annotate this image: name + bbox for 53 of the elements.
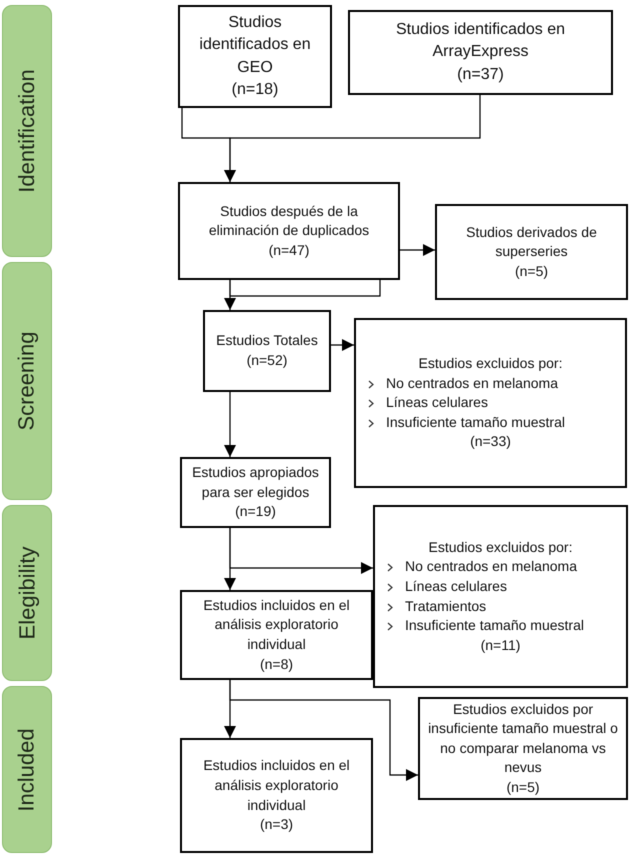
box-text: (n=47) [268, 240, 310, 260]
box-text: (n=18) [230, 80, 280, 100]
stage-label: Screening [14, 331, 40, 431]
stage-band [2, 686, 52, 853]
list-item-text: No centrados en melanoma [386, 374, 558, 393]
box-text: (n=8) [258, 654, 294, 674]
arrow [229, 680, 418, 781]
list-item-text: Líneas celulares [386, 393, 488, 412]
process-box [435, 204, 628, 300]
list-item-text: Insuficiente tamaño muestral [386, 412, 565, 432]
box-text: (n=11) [480, 636, 522, 655]
box-text: Studios identificados en GEO [198, 12, 312, 78]
stage-label: Included [14, 728, 40, 812]
arrow [224, 95, 481, 182]
arrow [224, 392, 236, 457]
stage-label: Identification [14, 69, 40, 193]
box-text: Studios después de la eliminación de duplicados [208, 202, 370, 240]
box-text: Estudios excluidos por insuficiente tamaño muestral o no comparar melanoma vs nevus [428, 700, 618, 778]
arrow [229, 528, 373, 574]
stage-band [2, 262, 52, 500]
box-text: (n=3) [258, 815, 294, 834]
process-box [180, 738, 373, 853]
process-box [180, 590, 373, 680]
process-box [418, 697, 628, 800]
box-text: Studios derivados de superseries [465, 222, 598, 262]
stage-band [2, 5, 52, 257]
box-text: Estudios excluidos por: [418, 354, 564, 374]
process-box [203, 310, 331, 392]
process-box [178, 5, 332, 108]
box-text: Estudios apropiados para ser elegidos [191, 463, 320, 502]
process-box [348, 10, 613, 95]
stage-band [2, 505, 52, 681]
list-item-text: Líneas celulares [405, 576, 507, 596]
box-text: (n=52) [246, 351, 288, 370]
box-text: (n=37) [456, 64, 505, 85]
box-text: Estudios incluidos en el análisis exploratorio individual [202, 756, 351, 814]
box-text: (n=5) [505, 778, 541, 797]
box-text: Estudios incluidos en el análisis exploratorio individual [202, 596, 351, 654]
box-text: Estudios Totales [215, 331, 319, 350]
box-text: Studios identificados en ArrayExpress [395, 20, 566, 62]
list-item-text: Tratamientos [405, 596, 486, 616]
process-box [180, 457, 331, 528]
process-box [373, 505, 628, 688]
box-text: (n=19) [234, 502, 277, 522]
process-box [354, 318, 627, 488]
list-item-text: Insuficiente tamaño muestral [405, 616, 584, 636]
box-text: Estudios excluidos por: [428, 538, 574, 557]
list-item-text: No centrados en melanoma [405, 557, 577, 576]
box-text: (n=33) [469, 432, 512, 452]
arrow [331, 339, 354, 351]
box-text: (n=5) [514, 262, 550, 281]
stage-label: Elegibility [14, 546, 40, 640]
process-box [178, 182, 400, 280]
